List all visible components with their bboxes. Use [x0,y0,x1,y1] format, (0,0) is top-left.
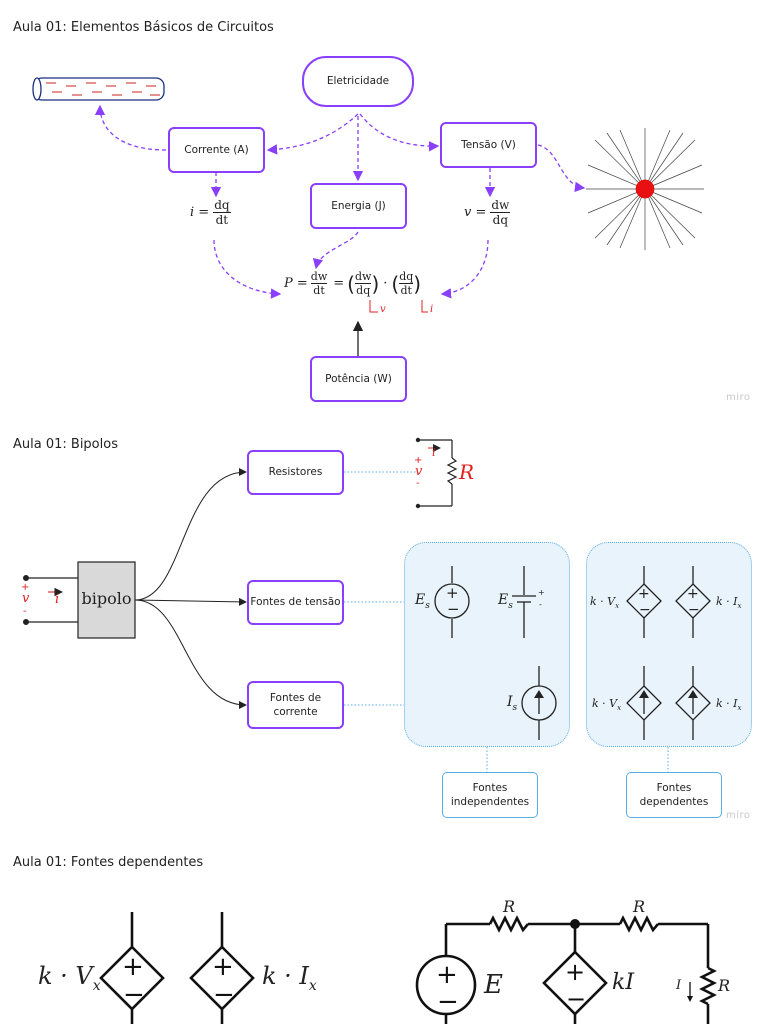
resistor-plus: + [414,455,423,466]
node-fontes-corrente-line1: Fontes de [269,691,322,704]
node-fontes-dependentes[interactable]: Fontes dependentes [626,772,722,818]
node-potencia[interactable]: Potência (W) [310,356,407,402]
node-eletricidade[interactable]: Eletricidade [302,56,414,107]
section-title-fontes-dependentes: Aula 01: Fontes dependentes [13,855,204,870]
label-dep-kix-top: k · Ix [716,595,741,610]
wire-illustration [32,77,165,101]
formula-power-eq: = [333,276,345,291]
circuit-dep-plus: + [565,958,585,986]
formula-voltage-num: dw [490,198,511,213]
formula-power-lhs: P = [284,276,308,291]
node-fontes-independentes[interactable]: Fontes independentes [442,772,538,818]
label-big-kix-main: k · I [262,962,309,990]
label-es2: Es [498,592,513,611]
section-title-elementos: Aula 01: Elementos Básicos de Circuitos [13,20,274,35]
formula-power: P = dw dt = ( dw dq ) · ( dq dt ) [284,270,422,297]
dep-left2-plus: + [212,952,234,982]
formula-power-i-annotation: i [430,304,434,315]
resistor-i-label: i [432,446,436,459]
label-es2-sub: s [508,600,513,611]
label-es1-sub: s [425,600,430,611]
formula-power-den: dt [313,284,325,297]
label-es1: Es [415,592,430,611]
formula-power-b-num: dq [399,270,414,284]
node-fontes-tensao[interactable]: Fontes de tensão [247,580,344,625]
node-corrente[interactable]: Corrente (A) [168,127,265,173]
panel-dependentes [586,542,752,747]
node-fontes-corrente[interactable]: Fontes de corrente [247,681,344,729]
node-fontes-corrente-line2: corrente [273,706,318,718]
label-dep-kix-top-main: k · I [716,595,738,608]
circuit-r1-label: R [503,897,516,916]
node-fontes-independentes-line1: Fontes [472,781,508,794]
formula-power-v-annotation: v [380,304,386,315]
miro-watermark-1: miro [726,392,751,403]
resistor-r-label: R [459,460,475,484]
bipolo-plus: + [21,582,30,593]
node-tensao[interactable]: Tensão (V) [440,122,537,168]
label-is: Is [507,694,517,713]
circuit-r3-label: R [718,976,731,995]
dep-left1-minus: − [123,980,145,1010]
electric-field-illustration [586,128,704,250]
label-dep-kix-bottom-main: k · I [716,697,738,710]
label-big-kvx-main: k · V [38,962,93,990]
circuit-e-minus: − [437,987,459,1017]
formula-voltage-den: dq [492,213,509,227]
dep-left1-plus: + [122,952,144,982]
node-resistores[interactable]: Resistores [247,450,344,495]
label-dep-kvx-top-main: k · V [590,595,616,608]
label-dep-kix-bottom: k · Ix [716,697,741,712]
label-big-kix: k · Ix [262,962,317,994]
label-dep-kix-bottom-sub: x [737,704,742,713]
battery-plus: + [538,588,545,597]
label-is-main: I [507,694,513,710]
label-es2-main: E [498,592,509,608]
circuit-ki-label: kI [612,970,635,995]
circuit-e-label: E [484,970,503,1000]
node-fontes-dependentes-line2: dependentes [639,796,709,808]
formula-current: i = dq dt [190,198,231,227]
node-energia[interactable]: Energia (J) [310,183,407,229]
circuit-e-plus: + [436,960,458,990]
circuit-i-label: I [676,978,682,993]
bipolo-minus: - [23,606,27,617]
formula-power-a-den: dq [356,284,371,297]
bipolo-v-label: v [22,591,30,606]
resistor-minus: - [416,478,420,489]
resistor-v-label: v [415,464,423,479]
label-is-sub: s [512,702,518,713]
node-fontes-independentes-line2: independentes [450,796,530,808]
label-dep-kvx-bottom: k · Vx [592,697,621,712]
formula-current-lhs: i = [190,205,210,220]
formula-current-num: dq [213,198,231,213]
formula-voltage: v = dw dq [464,198,511,227]
bipolo-i-label: i [55,592,60,607]
circuit-dep-minus: − [566,985,586,1013]
label-dep-kvx-bottom-sub: x [617,704,622,713]
miro-watermark-2: miro [726,810,751,821]
label-dep-kvx-top-sub: x [615,602,620,611]
formula-power-b-den: dt [400,284,412,297]
formula-power-dot: · [383,276,388,291]
label-big-kvx-sub: x [92,977,101,994]
label-dep-kix-top-sub: x [737,602,742,611]
label-es1-main: E [415,592,426,608]
node-fontes-dependentes-line1: Fontes [656,781,692,794]
formula-power-num: dw [310,270,328,284]
label-big-kvx: k · Vx [38,962,101,994]
circuit-r2-label: R [633,897,646,916]
label-big-kix-sub: x [308,977,317,994]
formula-power-a-num: dw [354,270,372,284]
label-dep-kvx-top: k · Vx [590,595,619,610]
section-title-bipolos: Aula 01: Bipolos [13,437,118,452]
formula-voltage-lhs: v = [464,205,487,220]
formula-current-den: dt [215,213,229,227]
bipolo-box-label: bipolo [81,589,132,608]
battery-minus: - [539,600,542,609]
dep-left2-minus: − [213,980,235,1010]
label-dep-kvx-bottom-main: k · V [592,697,618,710]
